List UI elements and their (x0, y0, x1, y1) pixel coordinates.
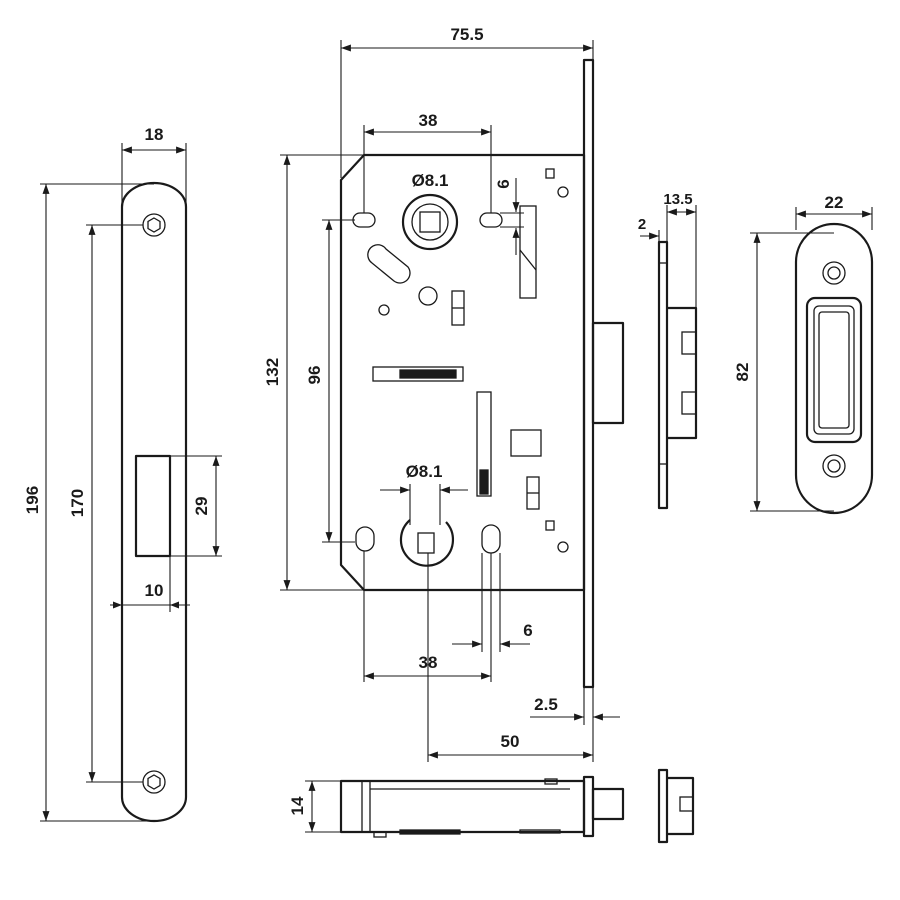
lock-body-front-view: 75.5 38 132 96 Ø8.1 6 Ø8.1 38 (263, 25, 625, 762)
keeper-top-hole (822, 261, 846, 285)
dim-label-overall-depth: 13.5 (663, 191, 692, 208)
bottom-screw-icon (142, 770, 166, 794)
keeper-front-view: 22 82 (733, 193, 874, 515)
keeper-side-view: 2 13.5 (638, 191, 698, 510)
dim-label-latch-window-height: 29 (192, 497, 211, 516)
dim-label-faceplate-width: 18 (145, 125, 164, 144)
keeper-bottom-hole (822, 454, 846, 478)
keeper-plate-outline (794, 222, 874, 515)
dim-label-faceplate-thickness: 2.5 (534, 695, 558, 714)
keeper-opening (805, 296, 863, 444)
dim-label-keeper-height: 82 (733, 363, 752, 382)
dim-label-top-slot-width: 6 (494, 179, 513, 188)
kidney-slot (367, 244, 411, 284)
bottom-cylinder-cam (399, 519, 455, 567)
top-left-fixing-slot (352, 212, 376, 228)
faceplate-outline (120, 181, 188, 823)
dim-label-plate-thickness: 2 (638, 216, 646, 233)
dim-label-total-width: 75.5 (450, 25, 483, 44)
dim-label-top-spindle-diameter: Ø8.1 (412, 171, 449, 190)
top-spindle-hub (401, 193, 459, 251)
dim-label-spindle-spacing: 96 (305, 366, 324, 385)
dim-label-window-offset: 10 (145, 581, 164, 600)
dim-label-bottom-spindle-diameter: Ø8.1 (406, 462, 443, 481)
lock-faceplate-strip (582, 58, 595, 689)
keeper-side-box (667, 306, 698, 440)
dim-label-backset: 50 (501, 732, 520, 751)
dim-label-hole-spacing: 170 (68, 489, 87, 517)
top-screw-icon (142, 213, 166, 237)
dim-label-depth: 14 (288, 796, 307, 815)
latch-bolt (591, 321, 625, 425)
dim-label-total-height: 196 (23, 486, 42, 514)
keeper-bottom-view (657, 768, 695, 844)
bottom-view-latch (591, 787, 625, 821)
dim-label-keeper-width: 22 (825, 193, 844, 212)
dim-label-top-hole-spacing: 38 (419, 111, 438, 130)
lock-body-bottom-view: 14 (288, 775, 625, 838)
dim-label-bottom-slot-width: 6 (523, 621, 532, 640)
bottom-left-fixing-slot (355, 526, 375, 552)
bottom-right-fixing-slot (481, 524, 501, 554)
keeper-side-plate (657, 240, 669, 510)
faceplate-front-view: 18 196 170 29 10 (23, 125, 222, 823)
dim-label-body-height: 132 (263, 358, 282, 386)
latch-window (134, 454, 172, 558)
top-right-fixing-slot (479, 212, 503, 228)
